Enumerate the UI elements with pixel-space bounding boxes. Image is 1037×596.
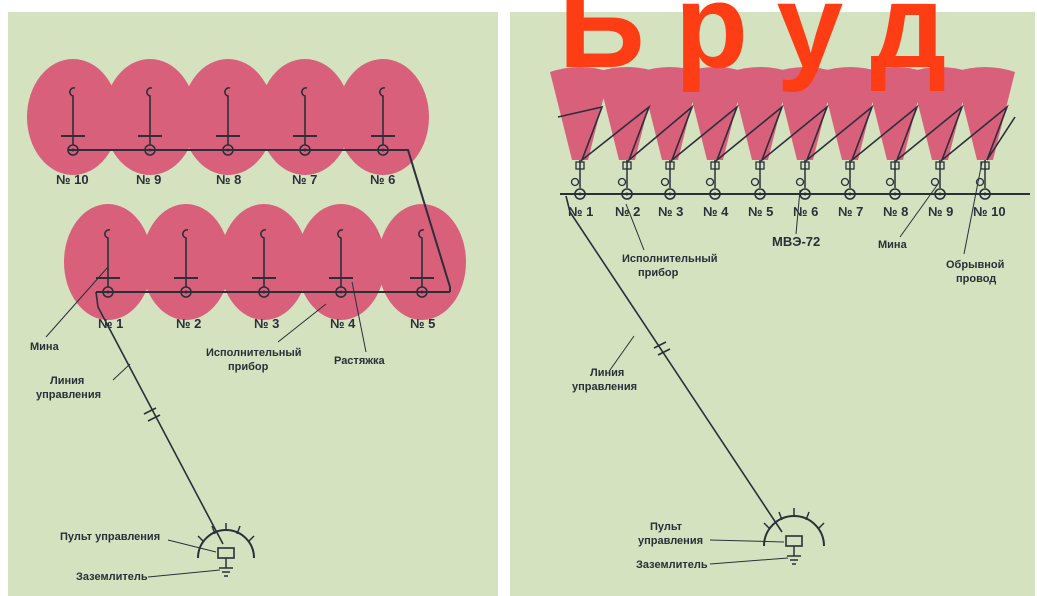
mine-label-4: № 4 [703,204,729,219]
line-break-mark [143,407,157,415]
mine-device [975,160,991,200]
leader-ground [147,569,221,578]
mine-label-7: № 7 [838,204,863,219]
control-line [95,291,224,545]
mine-device [371,87,395,156]
leader-control-line [609,335,635,371]
mine-label-6: № 6 [370,172,395,187]
mine-device [660,160,676,200]
control-panel-callout: Пульт управления [60,531,160,543]
tripwire-callout: Растяжка [334,355,386,367]
mine-label-10: № 10 [56,172,89,187]
mine-device [96,229,120,298]
leader-mine [45,266,109,338]
mine-device [705,160,721,200]
mine-device [570,160,586,200]
mine-device [617,160,633,200]
break-wire-callout-2: провод [956,273,996,285]
mine-device [252,229,276,298]
line-break-mark [147,414,161,422]
mine-device [795,160,811,200]
control-line-callout-1: Линия [50,375,84,387]
sector-zone [865,67,925,160]
sector-zone [550,67,610,160]
mine-label-8: № 8 [216,172,241,187]
control-line [565,195,783,533]
mine-device [410,229,434,298]
control-panel-callout-1: Пульт [650,521,683,533]
mine-device [329,229,353,298]
control-line-callout-2: управления [572,381,637,393]
control-panel-callout-2: управления [638,535,703,547]
left-scheme: № 10 № 9 № 8 № 7 № 6 № 1 № 2 № 3 № 4 № 5… [27,59,466,583]
mine-label-5: № 5 [410,316,435,331]
mine-label-10: № 10 [973,204,1006,219]
mine-label-2: № 2 [615,204,640,219]
mine-callout: Мина [878,239,908,251]
actuator-callout-1: Исполнительный [206,347,302,359]
mine-device [138,87,162,156]
control-line-callout-2: управления [36,389,101,401]
mine-device [840,160,856,200]
left-diagram-panel: № 10 № 9 № 8 № 7 № 6 № 1 № 2 № 3 № 4 № 5… [8,12,498,596]
mine-label-6: № 6 [793,204,818,219]
break-wire-callout-1: Обрывной [946,259,1004,271]
sector-zone [730,67,790,160]
mine-label-3: № 3 [658,204,683,219]
sector-zone [640,67,700,160]
sector-zone [775,67,835,160]
watermark-text: Бруд [558,0,977,93]
right-scheme: № 1 № 2 № 3 № 4 № 5 № 6 № 7 № 8 № 9 № 10 Исполнит… [550,67,1030,571]
actuator-callout-2: прибор [638,267,679,279]
control-panel-symbol [763,508,825,565]
sector-zone [597,67,657,160]
leader-mine [899,183,939,238]
leader-control-line [112,363,131,381]
sector-zone [955,67,1015,160]
sector-zone [820,67,880,160]
right-diagram-panel: № 1 № 2 № 3 № 4 № 5 № 6 № 7 № 8 № 9 № 10 Исполнит… [510,12,1035,596]
mine-callout: Мина [30,341,60,353]
line-break-mark [657,348,671,356]
ground-callout: Заземлитель [636,559,708,571]
mine-device [750,160,766,200]
top-row-wire [68,149,451,292]
leader-actuator [625,203,645,251]
leader-tripwire [351,281,367,353]
mine-device [885,160,901,200]
actuator-callout-1: Исполнительный [622,253,718,265]
control-line-callout-1: Линия [590,367,624,379]
leader-ground [709,557,789,565]
mine-label-2: № 2 [176,316,201,331]
break-wire-path [557,104,1016,163]
mve-callout: МВЭ-72 [772,234,820,249]
control-panel-symbol [197,523,255,577]
mine-label-9: № 9 [928,204,953,219]
mine-device [930,160,946,200]
mine-label-5: № 5 [748,204,773,219]
mine-device [174,229,198,298]
actuator-callout-2: прибор [228,361,269,373]
mine-label-7: № 7 [292,172,317,187]
mine-label-8: № 8 [883,204,908,219]
leader-panel [167,539,217,553]
leader-actuator [277,303,327,343]
sector-zone [685,67,745,160]
ground-callout: Заземлитель [76,571,148,583]
mine-label-3: № 3 [254,316,279,331]
mine-label-4: № 4 [330,316,356,331]
leader-break-wire [963,161,983,255]
leader-panel [709,539,785,543]
sector-zone [910,67,970,160]
line-break-mark [653,341,667,349]
leader-mve [795,189,801,235]
mine-label-1: № 1 [568,204,593,219]
mine-device [293,87,317,156]
mine-device [216,87,240,156]
mine-label-1: № 1 [98,316,123,331]
mine-device [61,87,85,156]
mine-label-9: № 9 [136,172,161,187]
